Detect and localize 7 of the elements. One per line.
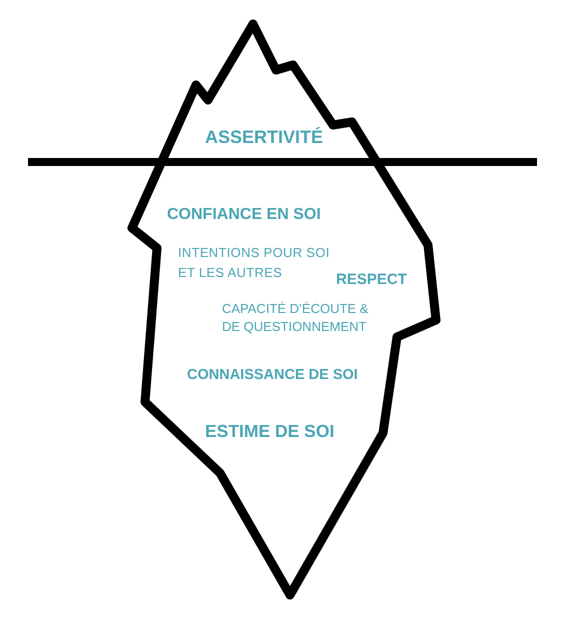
layer-label: RESPECT: [336, 271, 407, 289]
layer-label: CAPACITÉ D’ÉCOUTE & DE QUESTIONNEMENT: [222, 300, 370, 336]
layer-label: CONNAISSANCE DE SOI: [187, 366, 358, 384]
layer-label: INTENTIONS POUR SOI ET LES AUTRES: [178, 244, 331, 282]
layer-label: ASSERTIVITÉ: [205, 126, 324, 148]
layer-label: CONFIANCE EN SOI: [167, 205, 321, 225]
layer-label: ESTIME DE SOI: [205, 420, 334, 442]
